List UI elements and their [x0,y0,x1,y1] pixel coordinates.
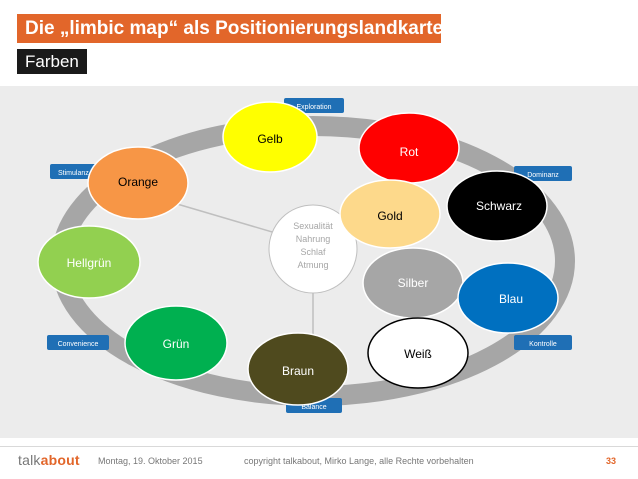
color-bubble-weiss: Weiß [367,317,469,389]
bubble-shape [37,225,141,299]
brand-logo: talkabout [18,452,80,468]
slide-title: Die „limbic map“ als Positionierungsland… [17,14,443,43]
bubble-label: Orange [118,175,158,189]
footer-date: Montag, 19. Oktober 2015 [98,456,203,466]
bubble-shape [222,101,318,173]
center-text-line: Atmung [297,260,328,270]
tag-convenience: Convenience [47,335,109,350]
color-bubble-gold: Gold [339,179,441,249]
limbic-map-diagram: Sexualität Nahrung Schlaf Atmung Explora… [0,86,638,438]
bubble-label: Weiß [404,347,432,361]
bubble-shape [457,262,559,334]
bubble-label: Gelb [257,132,283,146]
bubble-shape [339,179,441,249]
bubble-label: Grün [163,337,190,351]
slide-subtitle: Farben [17,49,87,74]
svg-text:Exploration: Exploration [296,104,331,111]
svg-text:Convenience: Convenience [58,341,99,348]
center-circle [268,204,358,294]
footer-divider [0,446,638,447]
footer-copyright: copyright talkabout, Mirko Lange, alle R… [244,456,474,466]
bubble-shape [367,317,469,389]
color-bubble-silber: Silber [362,247,464,319]
center-text-line: Nahrung [296,234,331,244]
svg-text:Stimulanz: Stimulanz [58,170,89,177]
color-bubble-orange: Orange [87,146,189,220]
color-bubble-blau: Blau [457,262,559,334]
page-number: 33 [606,456,617,466]
color-bubble-rot: Rot [358,112,460,184]
bubble-shape [87,146,189,220]
bubble-shape [124,305,228,381]
svg-text:Dominanz: Dominanz [527,172,559,179]
svg-text:Kontrolle: Kontrolle [529,341,557,348]
bubble-shape [446,170,548,242]
bubble-label: Schwarz [476,199,522,213]
color-bubble-gelb: Gelb [222,101,318,173]
bubble-label: Braun [282,364,314,378]
color-bubble-schwarz: Schwarz [446,170,548,242]
tag-kontrolle: Kontrolle [514,335,572,350]
bubble-label: Gold [377,209,402,223]
svg-text:Balance: Balance [301,404,326,411]
bubble-label: Silber [398,276,429,290]
color-bubble-braun: Braun [247,332,349,406]
bubble-shape [247,332,349,406]
bubble-label: Rot [400,145,419,159]
tag-dominanz: Dominanz [514,166,572,181]
center-text-line: Schlaf [300,247,326,257]
color-bubble-gruen: Grün [124,305,228,381]
bubble-label: Blau [499,292,523,306]
color-bubble-hellgruen: Hellgrün [37,225,141,299]
center-text-line: Sexualität [293,221,333,231]
bubble-label: Hellgrün [67,256,112,270]
